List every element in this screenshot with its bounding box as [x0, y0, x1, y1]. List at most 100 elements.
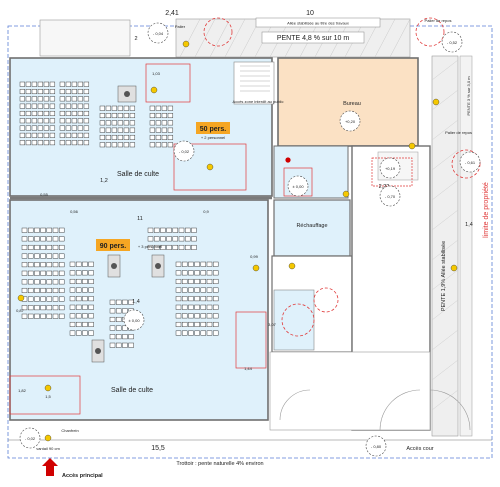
seat [147, 236, 154, 242]
seat [194, 296, 200, 302]
seat [21, 227, 28, 233]
seat [212, 287, 219, 293]
seat [65, 118, 72, 124]
seat [25, 110, 32, 116]
seat [75, 287, 82, 293]
seat [128, 299, 134, 305]
seat [200, 287, 207, 293]
seat [123, 113, 130, 119]
seat [167, 134, 174, 140]
seat [77, 96, 84, 102]
seat [161, 127, 168, 133]
seat [188, 270, 194, 276]
seat [27, 279, 34, 285]
seat [82, 304, 88, 310]
seat [65, 110, 72, 116]
seat [34, 287, 40, 293]
seat [59, 81, 66, 87]
seat [194, 287, 200, 293]
seat [46, 236, 53, 242]
seat [34, 227, 40, 233]
seat [40, 244, 46, 250]
seat [31, 81, 38, 87]
seat [122, 342, 128, 348]
level-markers: - 0,04- 0,52+0,20- 0,02± 0,00± 0,00+0,19… [19, 22, 481, 457]
seat [200, 304, 207, 310]
seat [40, 227, 46, 233]
seat [58, 279, 65, 285]
level-marker-circle [441, 31, 463, 53]
seat [52, 313, 59, 319]
seat [105, 134, 112, 140]
seat [19, 89, 26, 95]
wc-door-arc [279, 389, 311, 421]
seat [129, 105, 136, 111]
seat [82, 330, 88, 336]
seat [167, 142, 174, 148]
seat [52, 236, 59, 242]
seat [109, 325, 116, 331]
acces-principal-arrow [42, 458, 58, 476]
seat [88, 330, 94, 336]
seat [109, 299, 116, 305]
level-marker-circle [147, 22, 169, 44]
seat [21, 279, 28, 285]
seat [77, 140, 84, 146]
seat [117, 142, 124, 148]
walkway-hatching [431, 59, 459, 411]
seat [34, 296, 40, 302]
seat [43, 81, 50, 87]
seat [111, 120, 118, 126]
seat [194, 321, 200, 327]
seat [206, 321, 213, 327]
seat [206, 261, 213, 267]
seat [71, 81, 78, 87]
seat [111, 142, 118, 148]
seat [31, 103, 38, 109]
seat [181, 261, 188, 267]
seat [83, 140, 90, 146]
seat [19, 125, 26, 131]
seat [40, 270, 46, 276]
seat [178, 244, 185, 250]
seat [167, 105, 174, 111]
seat [88, 278, 94, 284]
seat [111, 134, 118, 140]
seat [59, 103, 66, 109]
seat [149, 127, 156, 133]
seat [21, 305, 28, 311]
seat [71, 118, 78, 124]
seat [194, 304, 200, 310]
court-gate-arc-right [429, 389, 471, 431]
seat [75, 296, 82, 302]
seat [161, 134, 168, 140]
level-marker-circle [379, 185, 401, 207]
seat [175, 278, 182, 284]
seat [77, 89, 84, 95]
seat [105, 120, 112, 126]
seat [109, 342, 116, 348]
seat [75, 270, 82, 276]
seat [83, 96, 90, 102]
level-marker-circle [459, 151, 481, 173]
dim-annex-width: 2,22 [379, 184, 390, 190]
seat [46, 296, 53, 302]
seat [200, 261, 207, 267]
seat [181, 321, 188, 327]
capacity-upper: 50 pers. [200, 126, 227, 133]
seat [34, 270, 40, 276]
rechauffage-label: Réchauffage [296, 223, 327, 229]
dim-09: 0,9 [203, 209, 209, 214]
seat [200, 278, 207, 284]
seat [147, 244, 154, 250]
seat [58, 253, 65, 259]
seat [129, 113, 136, 119]
seat [69, 270, 76, 276]
seat [206, 330, 213, 336]
seat [123, 120, 130, 126]
seat [123, 134, 130, 140]
acces-interdit-label: Accès zone interdit au public [233, 99, 284, 104]
seat [191, 227, 197, 233]
seat [34, 262, 40, 268]
